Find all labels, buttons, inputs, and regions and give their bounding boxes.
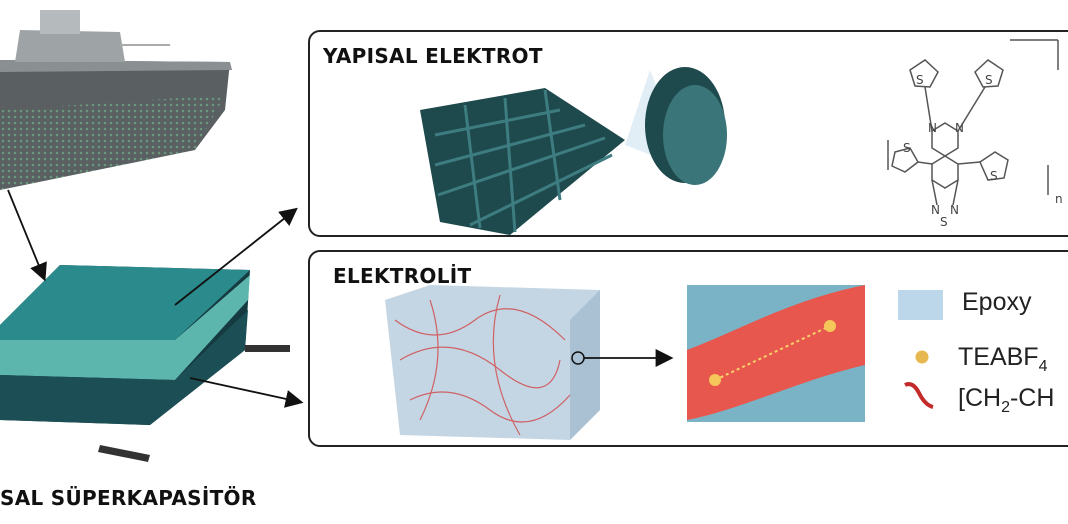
repeat-unit-label: n <box>1055 192 1063 206</box>
ship-illustration <box>0 10 232 190</box>
atom-label: S <box>990 169 998 183</box>
ship-superstructure <box>15 30 125 62</box>
supercapacitor-illustration <box>0 265 290 462</box>
legend-salt-swatch <box>915 350 929 364</box>
arrow-ship-to-device <box>7 189 47 282</box>
atom-label: S <box>916 73 924 87</box>
woven-fabric <box>420 88 625 235</box>
arrow-to-electrolyte <box>189 377 304 408</box>
electrode-title: YAPISAL ELEKTROT <box>323 44 543 68</box>
legend-epoxy-swatch <box>898 290 943 320</box>
legend-polymer-swatch <box>904 382 934 409</box>
atom-label: S <box>985 73 993 87</box>
legend-polymer-label: [CH2-CH <box>958 384 1055 416</box>
epoxy-block <box>385 285 600 440</box>
atom-label: S <box>903 141 911 155</box>
atom-label: N <box>950 203 959 217</box>
electrode-top-layer <box>0 265 250 340</box>
electrolyte-title: ELEKTROLİT <box>333 264 472 288</box>
atom-label: N <box>931 203 940 217</box>
atom-label: N <box>955 121 964 135</box>
device-label: SAL SÜPERKAPASİTÖR <box>0 486 257 510</box>
atom-label: N <box>928 121 937 135</box>
legend-salt-label: TEABF4 <box>958 343 1048 375</box>
legend-epoxy-label: Epoxy <box>962 288 1032 316</box>
terminal-tab <box>98 445 150 462</box>
electrolyte-layer <box>0 275 250 380</box>
terminal-tab <box>245 345 290 352</box>
atom-label: S <box>940 215 948 229</box>
polymer-channel <box>687 285 865 420</box>
polymer-structure <box>887 39 1059 206</box>
arrow-to-electrode <box>174 207 298 306</box>
